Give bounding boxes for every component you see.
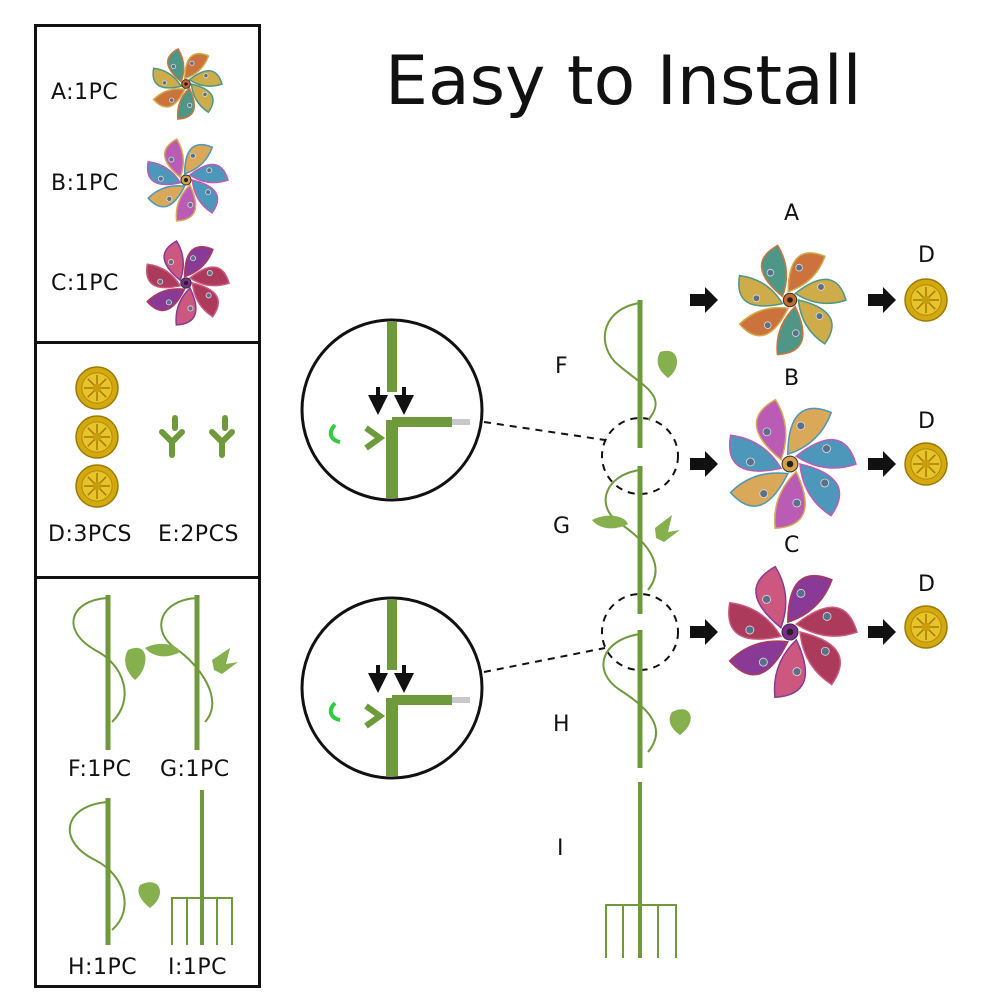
cap-d-icon <box>904 278 948 322</box>
stake-h-icon <box>68 798 161 945</box>
arrow-to-spinner-b <box>690 451 718 477</box>
connector-callout-bottom <box>300 596 484 780</box>
page-title: Easy to Install <box>385 42 862 121</box>
arrow-to-cap-b <box>868 451 896 477</box>
spinner-c-small-icon <box>145 240 230 326</box>
assembled-stake-h <box>602 630 691 768</box>
callout-leader-bottom <box>483 647 606 673</box>
joint-marker-bottom <box>601 593 679 671</box>
callout-leader-top <box>483 421 606 441</box>
arrow-to-spinner-c <box>690 619 718 645</box>
stake-i-icon <box>171 790 233 945</box>
stake-f-icon <box>72 595 146 750</box>
spinner-a-icon <box>738 244 847 356</box>
cap-d-icon <box>75 366 119 410</box>
cap-d-icon <box>904 605 948 649</box>
assembly-label-b: B <box>784 366 800 391</box>
part-label-a: A:1PC <box>51 80 119 105</box>
part-label-g: G:1PC <box>160 757 230 782</box>
joint-marker-top <box>601 417 679 495</box>
part-label-d: D:3PCS <box>48 522 132 547</box>
spinner-a-small-icon <box>152 47 223 120</box>
assembly-label-d-top: D <box>918 243 935 268</box>
part-label-h: H:1PC <box>68 955 138 980</box>
arrow-to-spinner-a <box>690 287 718 313</box>
parts-panel-stakes <box>34 576 261 988</box>
assembly-label-i: I <box>557 836 564 861</box>
cap-d-icon <box>75 415 119 459</box>
assembly-label-g: G <box>553 514 571 539</box>
assembly-label-d-middle: D <box>918 409 935 434</box>
spinner-c-icon <box>728 565 858 699</box>
spinner-b-small-icon <box>146 138 229 222</box>
assembly-label-a: A <box>784 201 800 226</box>
assembled-stake-i <box>605 782 677 958</box>
part-label-i: I:1PC <box>168 955 228 980</box>
cap-d-icon <box>75 464 119 508</box>
connector-callout-top <box>300 318 484 502</box>
stake-g-icon <box>145 595 238 750</box>
connector-e-icon <box>209 415 235 458</box>
connector-e-icon <box>159 415 185 458</box>
part-label-c: C:1PC <box>51 271 119 296</box>
part-label-f: F:1PC <box>68 757 132 782</box>
assembly-label-h: H <box>553 712 570 737</box>
cap-d-icon <box>904 442 948 486</box>
assembly-label-f: F <box>555 354 568 379</box>
assembly-label-d-bottom: D <box>918 572 935 597</box>
assembled-stake-g <box>592 466 680 614</box>
arrow-to-cap-c <box>868 619 896 645</box>
spinner-b-icon <box>728 398 857 530</box>
arrow-to-cap-a <box>868 287 896 313</box>
assembly-label-c: C <box>784 533 800 558</box>
part-label-e: E:2PCS <box>158 522 239 547</box>
assembled-stake-f <box>603 300 678 448</box>
part-label-b: B:1PC <box>51 171 119 196</box>
